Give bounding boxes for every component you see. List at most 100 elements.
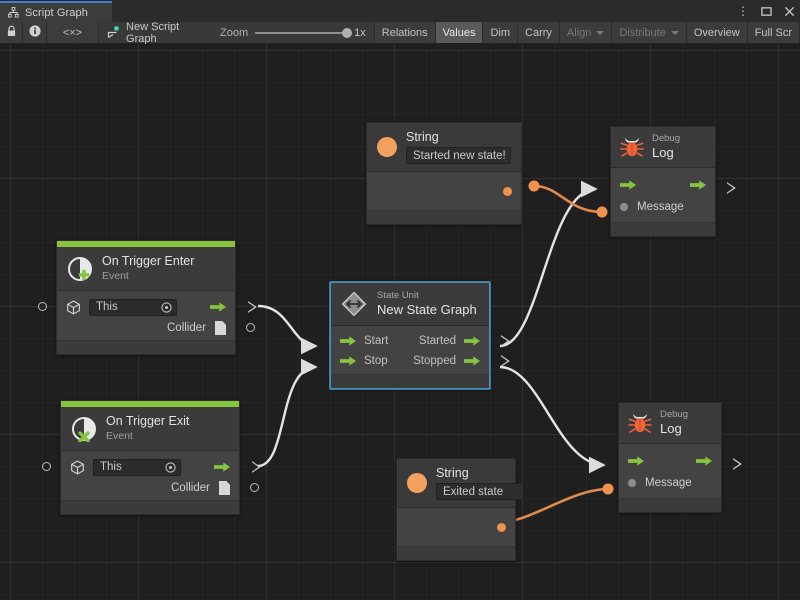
window-controls: ⋮ [736,0,796,22]
maximize-icon[interactable] [759,4,773,18]
message-port-label: Message [637,201,684,213]
output-port-stopped[interactable] [464,356,480,366]
stop-port-label: Stop [364,355,388,367]
target-object-field[interactable]: This [93,458,181,476]
edge-stopped-to-log-bottom [499,365,606,474]
edge-dot-source [528,180,540,192]
input-port-flow[interactable] [620,180,636,190]
zoom-slider-handle[interactable] [342,27,353,38]
flow-open-handle-icon[interactable] [501,335,510,347]
node-title-large: New State Graph [377,302,477,317]
node-state-unit[interactable]: State Unit New State Graph Start Started… [330,282,490,389]
node-debug-log-bottom[interactable]: Debug Log Message [618,402,722,513]
fullscreen-button[interactable]: Full Scr [747,22,800,43]
flow-open-handle-icon[interactable] [248,301,257,313]
output-port-started[interactable] [464,336,480,346]
node-string-bottom[interactable]: String Exited state [396,458,524,561]
align-dropdown[interactable]: Align [559,22,613,43]
input-port-flow[interactable] [628,456,644,466]
string-value-text: Exited state [443,485,504,498]
node-debug-log-top[interactable]: Debug Log Message [610,126,716,237]
node-target-row: This [42,456,239,478]
output-port-value[interactable] [497,522,506,532]
flow-open-handle-icon[interactable] [733,458,742,470]
values-button[interactable]: Values [435,22,484,43]
start-port-label: Start [364,335,389,347]
distribute-dropdown[interactable]: Distribute [612,22,687,43]
input-port-stop[interactable] [340,356,356,366]
info-button[interactable] [23,22,47,43]
input-port-message[interactable] [620,203,628,211]
bug-icon [620,136,644,158]
node-footer [397,546,515,560]
carry-label: Carry [525,26,552,39]
input-port-message[interactable] [628,479,636,487]
event-cross-icon [71,416,97,442]
zoom-value-label: 1x [354,26,366,39]
node-title: On Trigger Enter [102,254,195,268]
close-icon[interactable] [782,4,796,18]
node-title-small: Debug [652,133,680,144]
state-diamond-icon [341,291,367,317]
node-string-top[interactable]: String Started new state! [366,122,522,225]
lock-button[interactable] [0,22,24,43]
node-output-row [397,516,515,538]
node-title-large: Log [652,145,674,160]
output-port-open[interactable] [250,483,259,492]
graph-name-label: New Script Graph [126,20,180,45]
node-on-trigger-exit[interactable]: On Trigger Exit Event This [42,400,259,515]
node-on-trigger-enter[interactable]: On Trigger Enter Event This [38,240,255,355]
chevron-down-icon [596,30,605,35]
collider-port-label: Collider [171,482,210,494]
input-port-start[interactable] [340,336,356,346]
output-port-open[interactable] [246,323,255,332]
dim-button[interactable]: Dim [483,22,519,43]
output-port-flow[interactable] [696,456,712,466]
output-port-value[interactable] [503,186,512,196]
flow-open-handle-icon[interactable] [727,182,736,194]
tab-label: Script Graph [25,6,88,19]
output-port-flow[interactable] [214,462,230,472]
node-body: Message [619,444,721,498]
string-value-field[interactable]: Exited state [436,483,524,500]
edge-dot-target [602,483,614,495]
target-object-value: This [100,461,122,473]
flow-open-handle-icon[interactable] [501,355,510,367]
orange-circle-icon [407,473,427,493]
overview-button[interactable]: Overview [686,22,748,43]
title-bar: Script Graph ⋮ [0,0,800,22]
zoom-slider[interactable] [255,27,353,38]
node-target-row: This [38,296,235,318]
node-footer [611,222,715,236]
collider-port-label: Collider [167,322,206,334]
edge-string-top-to-message [533,184,603,214]
output-port-flow[interactable] [210,302,226,312]
object-picker-icon[interactable] [165,461,176,473]
graph-canvas[interactable]: String Started new state! [0,44,800,600]
node-footer [619,498,721,512]
object-picker-icon[interactable] [161,301,172,313]
carry-button[interactable]: Carry [518,22,560,43]
input-port-open[interactable] [38,302,47,311]
node-body [367,172,521,210]
relations-button[interactable]: Relations [374,22,436,43]
zoom-control[interactable]: Zoom 1x [212,22,375,43]
bug-icon [628,412,652,434]
graph-name-field[interactable]: New Script Graph [99,20,212,45]
output-port-flow[interactable] [690,180,706,190]
collider-type-icon [215,321,226,335]
edge-enter-to-start [257,304,318,355]
align-label: Align [566,26,592,39]
node-output-row [367,180,521,202]
distribute-label: Distribute [619,26,666,39]
tab-script-graph[interactable]: Script Graph [0,1,112,22]
node-header: String Started new state! [367,123,521,172]
flow-open-handle-icon[interactable] [252,461,261,473]
node-flow-row [611,174,715,196]
target-object-field[interactable]: This [89,298,177,316]
input-port-open[interactable] [42,462,51,471]
code-view-button[interactable]: <×> [46,22,100,43]
node-footer [331,374,489,388]
overflow-menu-icon[interactable]: ⋮ [737,4,749,18]
string-value-field[interactable]: Started new state! [406,147,511,164]
